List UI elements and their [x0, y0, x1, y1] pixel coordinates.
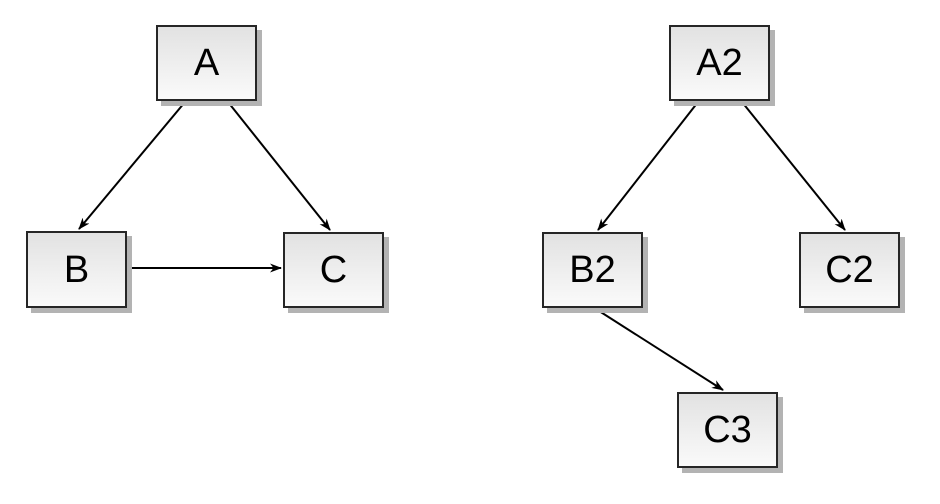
- node-B2[interactable]: B2: [542, 232, 643, 308]
- node-label-B: B: [63, 248, 90, 291]
- node-C2[interactable]: C2: [799, 232, 900, 308]
- node-C3[interactable]: C3: [677, 392, 778, 468]
- edge-A-C-arrow: [227, 101, 331, 231]
- edge-A2-B2-arrow: [597, 101, 699, 231]
- node-label-C3: C3: [703, 409, 752, 451]
- edge-A-B-arrow: [78, 101, 186, 230]
- node-label-B2: B2: [569, 249, 616, 291]
- node-label-C: C: [319, 249, 348, 291]
- node-label-A: A: [193, 42, 220, 84]
- edge-B2-C3-arrow: [595, 308, 724, 391]
- edge-A2-C2-arrow: [741, 101, 846, 231]
- node-B[interactable]: B: [26, 231, 127, 308]
- node-C[interactable]: C: [283, 232, 384, 308]
- node-A[interactable]: A: [156, 25, 257, 101]
- node-A2[interactable]: A2: [669, 25, 770, 101]
- edge-group: [78, 101, 846, 391]
- node-label-C2: C2: [825, 249, 874, 291]
- node-label-A2: A2: [696, 42, 743, 84]
